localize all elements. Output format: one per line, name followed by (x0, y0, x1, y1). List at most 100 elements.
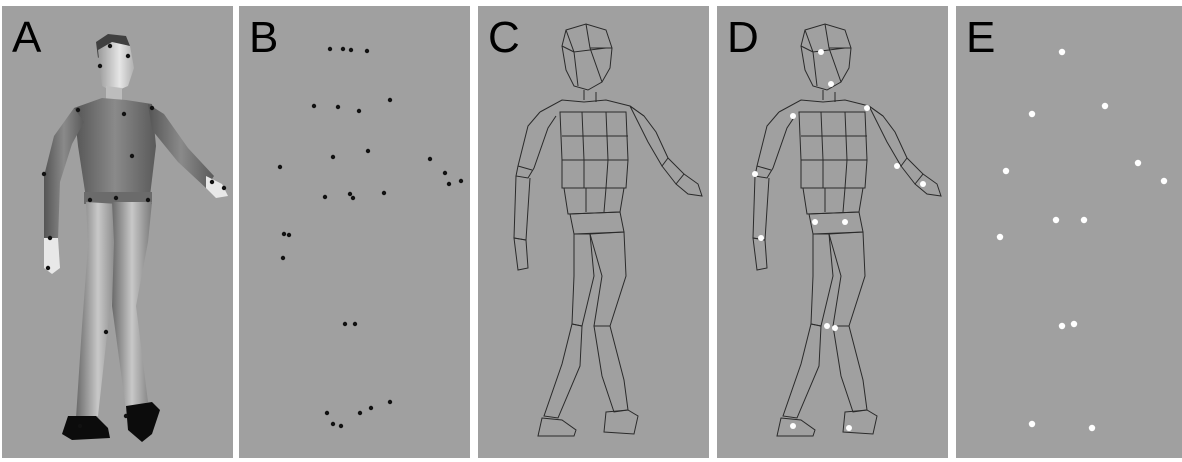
marker-dot (824, 323, 830, 329)
wireframe-segment (604, 410, 638, 434)
wireframe-segment (801, 112, 867, 160)
wireframe-segment (564, 188, 624, 214)
panel-e: E (956, 6, 1182, 458)
marker-dot (331, 155, 335, 159)
marker-dot (997, 234, 1003, 240)
marker-dot (222, 186, 226, 190)
marker-dot (1089, 425, 1095, 431)
marker-dots-d (752, 49, 926, 431)
wireframe-segment (570, 212, 624, 234)
marker-dot (278, 165, 282, 169)
marker-dot (428, 157, 432, 161)
marker-dot (382, 191, 386, 195)
marker-dot (1102, 103, 1108, 109)
marker-dot (353, 322, 357, 326)
wireframe-segment (753, 238, 767, 270)
wireframe-c (514, 24, 702, 436)
marker-dot (98, 64, 102, 68)
marker-dot (864, 105, 870, 111)
wireframe-segment (590, 232, 626, 326)
wireframe-segment (801, 24, 851, 90)
right-arm (148, 104, 214, 188)
wireframe-segment (538, 418, 576, 436)
marker-dot (88, 198, 92, 202)
marker-dot (150, 106, 154, 110)
panel-d: D (717, 6, 948, 458)
left-shoe (62, 416, 110, 440)
marker-dot (1081, 217, 1087, 223)
marker-dot (1029, 111, 1035, 117)
marker-dot (331, 422, 335, 426)
marker-dot (312, 104, 316, 108)
marker-dot (339, 424, 343, 428)
marker-dot (790, 423, 796, 429)
marker-dot (447, 182, 451, 186)
white-point-display (956, 6, 1182, 458)
marker-dot (459, 179, 463, 183)
marker-dot (369, 406, 373, 410)
marker-dot (349, 48, 353, 52)
point-light-display (239, 6, 470, 458)
marker-dot (122, 112, 126, 116)
marker-dot (1053, 217, 1059, 223)
wireframe-segment (823, 90, 835, 102)
marker-dot (108, 44, 112, 48)
marker-dot (325, 411, 329, 415)
wireframe-segment (562, 160, 628, 188)
marker-dot (343, 322, 347, 326)
right-shoe (126, 402, 160, 442)
marker-dot (752, 171, 758, 177)
marker-dot (758, 235, 764, 241)
wireframe-segment (833, 326, 867, 412)
marker-dot (348, 192, 352, 196)
marker-dot (130, 154, 134, 158)
marker-dot (818, 49, 824, 55)
marker-dot (1059, 49, 1065, 55)
panel-a: A (2, 6, 233, 458)
wireframe-segment (811, 234, 833, 326)
wireframe-segment (516, 112, 556, 178)
marker-dot (341, 47, 345, 51)
marker-dot (114, 196, 118, 200)
marker-dot (790, 113, 796, 119)
marker-dot (365, 49, 369, 53)
wireframe-segment (630, 106, 668, 166)
marker-dot (48, 236, 52, 240)
marker-dot (846, 425, 852, 431)
panel-b: B (239, 6, 470, 458)
wireframe-segment (915, 174, 941, 196)
wireframe-segment (777, 418, 815, 436)
marker-dot (358, 411, 362, 415)
marker-dot (366, 149, 370, 153)
marker-dot (76, 108, 80, 112)
marker-dot (1161, 178, 1167, 184)
wireframe-segment (540, 100, 644, 116)
marker-dot (323, 195, 327, 199)
marker-dots-e (997, 49, 1167, 431)
marker-dot (1059, 323, 1065, 329)
wireframe-segment (869, 106, 907, 166)
shaded-figure (2, 6, 233, 458)
marker-dot (1071, 321, 1077, 327)
marker-dot (1029, 421, 1035, 427)
wireframe-figure (478, 6, 709, 458)
wireframe-segment (572, 234, 594, 326)
marker-dot (281, 256, 285, 260)
left-arm (44, 108, 84, 240)
marker-dot (388, 98, 392, 102)
marker-dot (1135, 160, 1141, 166)
marker-dot (828, 81, 834, 87)
torso (74, 98, 156, 198)
wireframe-segment (562, 112, 628, 160)
wireframe-segment (801, 160, 867, 188)
marker-dot (104, 330, 108, 334)
marker-dot (812, 219, 818, 225)
wireframe-segment (594, 326, 628, 412)
marker-dot (287, 233, 291, 237)
marker-dots-b (278, 47, 463, 428)
panel-c: C (478, 6, 709, 458)
wireframe-segment (829, 232, 865, 326)
marker-dot (832, 325, 838, 331)
wireframe-segment (544, 324, 582, 418)
marker-dot (357, 109, 361, 113)
